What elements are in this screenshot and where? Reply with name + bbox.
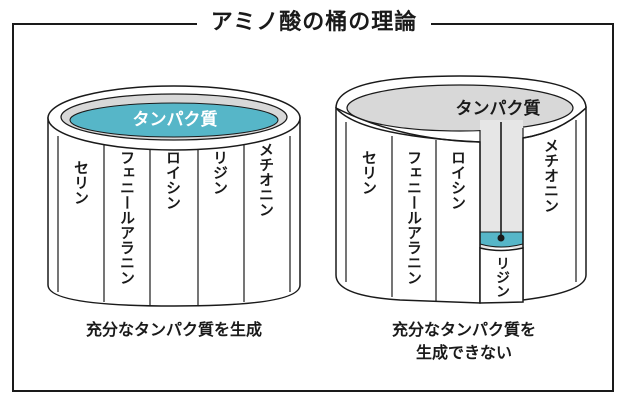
right-stave-label-lysine: リジン bbox=[494, 256, 510, 298]
left-stave-label-serine: セリン bbox=[72, 160, 90, 205]
right-stave-label-leucine: ロイシン bbox=[449, 150, 467, 210]
title-wrap: アミノ酸の桶の理論 bbox=[0, 9, 628, 37]
left-caption-text: 充分なタンパク質を生成 bbox=[85, 320, 262, 339]
right-barrel-rim-front-right bbox=[522, 107, 587, 139]
right-barrel-rim bbox=[335, 75, 587, 109]
left-stave-label-phenylalanine: フェニールアラニン bbox=[118, 150, 136, 285]
diagram-title: アミノ酸の桶の理論 bbox=[196, 9, 432, 37]
right-protein-label: タンパク質 bbox=[456, 98, 541, 119]
left-caption: 充分なタンパク質を生成 bbox=[40, 318, 308, 341]
right-caption-line2: 生成できない bbox=[415, 343, 512, 362]
left-barrel: タンパク質 セリン フェニールアラニン ロイシン リジン メチオニン bbox=[47, 85, 301, 307]
right-stave-label-phenylalanine: フェニールアラニン bbox=[405, 150, 423, 285]
right-short-stave bbox=[479, 247, 524, 304]
left-stave-label-leucine: ロイシン bbox=[164, 150, 182, 210]
right-caption: 充分なタンパク質を 生成できない bbox=[330, 318, 598, 364]
right-barrel-rim-front-left bbox=[335, 107, 481, 143]
left-protein-surface bbox=[69, 102, 279, 138]
left-protein-label: タンパク質 bbox=[133, 109, 218, 130]
right-barrel: タンパク質 セリン フェニールアラニン ロイシン リジン メチオニン bbox=[335, 75, 587, 304]
left-stave-label-methionine: メチオニン bbox=[257, 142, 275, 217]
right-protein-label-bg bbox=[450, 95, 546, 119]
left-stave-label-lysine: リジン bbox=[211, 150, 229, 195]
right-stave-label-methionine: メチオニン bbox=[542, 138, 560, 213]
right-caption-line1: 充分なタンパク質を bbox=[391, 320, 536, 339]
left-barrel-body bbox=[47, 117, 301, 307]
right-protein-pointer-dot bbox=[497, 234, 505, 242]
right-stave-label-serine: セリン bbox=[360, 150, 378, 195]
